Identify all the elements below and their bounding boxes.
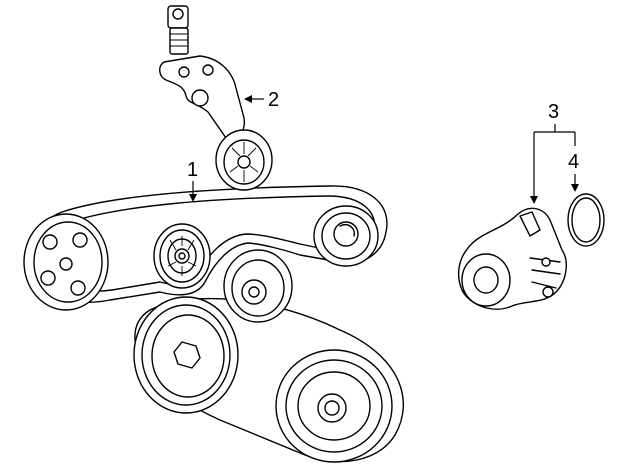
water-pump <box>457 207 567 310</box>
alternator-pulley <box>313 205 379 267</box>
callout-4-label: 4 <box>568 151 579 173</box>
water-pump-gasket <box>567 193 605 247</box>
belt-tensioner-assembly <box>159 5 273 191</box>
callout-3: 3 <box>530 101 576 204</box>
idler-pulley <box>153 223 211 289</box>
callout-1-label: 1 <box>187 159 198 181</box>
callout-2-label: 2 <box>268 89 279 111</box>
callout-4: 4 <box>568 151 579 192</box>
crankshaft-pulley <box>133 296 404 463</box>
water-pump-drive-pulley <box>223 249 293 323</box>
callout-3-label: 3 <box>548 101 559 123</box>
callout-2: 2 <box>244 89 279 111</box>
callout-1: 1 <box>187 159 198 202</box>
power-steering-pulley <box>23 213 109 311</box>
